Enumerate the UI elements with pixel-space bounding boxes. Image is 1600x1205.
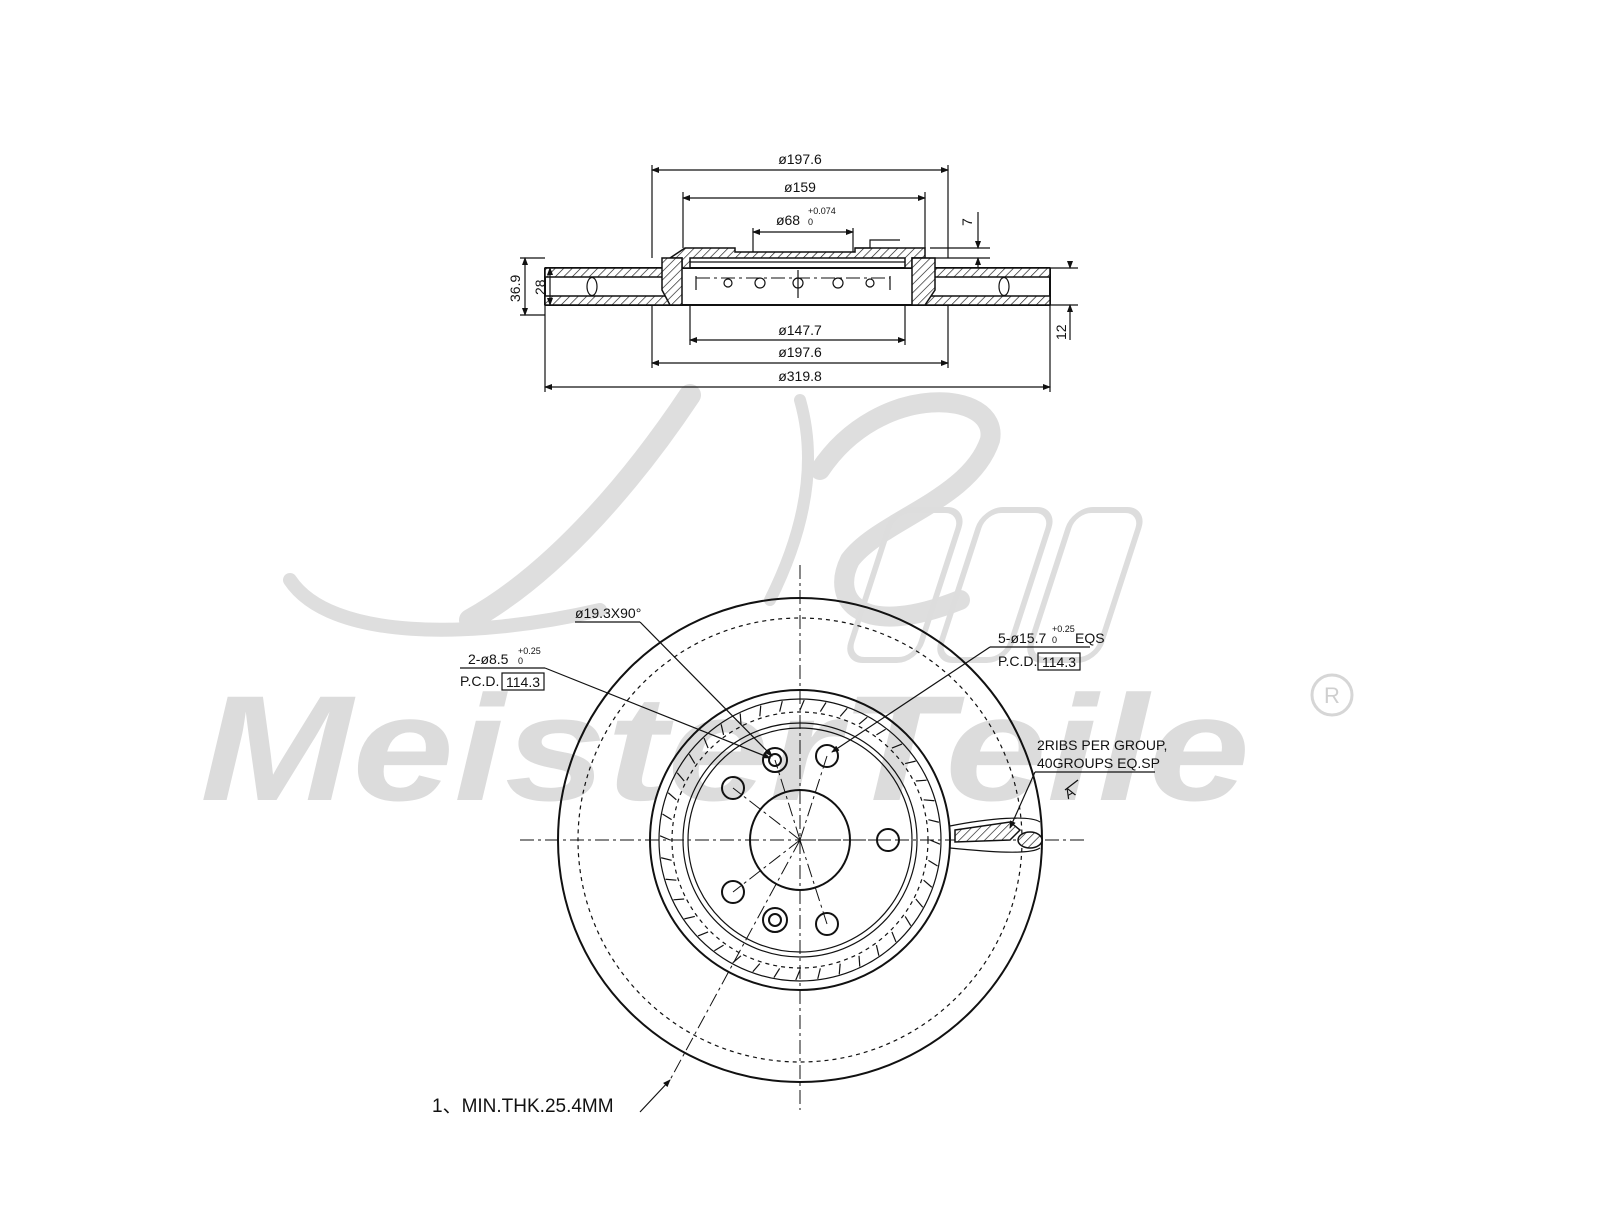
vent-notch <box>667 792 677 801</box>
dim-disc-thickness: 28 <box>532 279 548 295</box>
min-thickness-note: 1、MIN.THK.25.4MM <box>432 1096 614 1117</box>
vent-notch <box>795 969 801 981</box>
vent-notch <box>779 700 783 712</box>
watermark-brand: MeisterTeile <box>200 664 1250 832</box>
locating-pcd-label: P.C.D. <box>460 673 499 689</box>
ribs-note-line1: 2RIBS PER GROUP, <box>1037 737 1167 753</box>
ribs-note-line2: 40GROUPS EQ.SP <box>1037 755 1160 771</box>
bolt-holes-tol-lower: 0 <box>1052 635 1057 645</box>
vent-notch <box>799 699 805 711</box>
dim-height-total: 36.9 <box>507 275 523 302</box>
vent-notch <box>839 707 848 717</box>
bolt-holes-suffix: EQS <box>1075 630 1105 646</box>
vent-notches <box>659 699 941 981</box>
vent-notch <box>915 779 927 782</box>
dim-hat-outer: ø159 <box>784 179 816 195</box>
vent-notch <box>703 737 709 749</box>
dim-bore: ø68 <box>776 212 800 228</box>
vent-notch <box>915 898 924 908</box>
vent-notch <box>891 743 903 749</box>
rib-section-detail <box>949 817 1043 853</box>
vent-notch <box>819 702 827 712</box>
vent-notch <box>929 839 941 845</box>
vent-notch <box>714 944 724 952</box>
vent-notch <box>904 916 912 926</box>
watermark-registered: R <box>1324 683 1340 708</box>
bolt-holes-label: 5-ø15.7 <box>998 630 1046 646</box>
registered-icon <box>1310 673 1354 717</box>
locating-hole <box>768 753 782 767</box>
locating-hole <box>768 913 782 927</box>
vent-notch <box>759 705 762 717</box>
dim-bore-tol-upper: +0.074 <box>808 206 836 216</box>
dim-hat-top: ø197.6 <box>778 151 822 167</box>
bolt-hole <box>721 776 745 800</box>
locating-holes-tol-lower: 0 <box>518 656 523 666</box>
vent-notch <box>673 898 685 901</box>
countersink-label: ø19.3X90° <box>575 605 641 621</box>
watermark: MeisterTeile R <box>200 384 1354 832</box>
vent-notch <box>858 955 861 967</box>
bolt-holes-tol-upper: +0.25 <box>1052 624 1075 634</box>
vent-notch <box>891 931 897 943</box>
vent-notch <box>697 931 709 937</box>
dim-hat-bottom: ø197.6 <box>778 344 822 360</box>
bolt-pcd-value: 114.3 <box>1042 654 1076 670</box>
plan-view: ø19.3X90° 2-ø8.5 +0.25 0 P.C.D. 114.3 5-… <box>432 565 1167 1117</box>
watermark-monogram <box>283 384 1001 637</box>
locating-holes <box>762 747 788 933</box>
vent-notch <box>875 945 880 956</box>
locating-pcd-value: 114.3 <box>506 674 540 690</box>
dim-inner-bottom: ø147.7 <box>778 322 822 338</box>
section-hole-markers <box>695 270 891 298</box>
bolt-hole <box>815 744 839 768</box>
dim-bore-tol-lower: 0 <box>808 217 813 227</box>
dim-rib-height: 12 <box>1053 324 1069 340</box>
vent-notch <box>923 799 935 802</box>
vent-notch <box>858 716 868 725</box>
vent-notch <box>773 968 781 978</box>
locating-holes-tol-upper: +0.25 <box>518 646 541 656</box>
bolt-pcd-label: P.C.D. <box>998 653 1037 669</box>
vent-notch <box>928 859 938 867</box>
vent-notch <box>928 819 940 823</box>
locating-hole-countersink <box>762 747 788 773</box>
vent-notch <box>659 835 671 841</box>
vent-notch <box>688 754 696 764</box>
vent-notch <box>876 728 886 736</box>
vent-notch <box>665 878 677 881</box>
dim-hat-thickness: 7 <box>959 218 975 226</box>
vent-notch <box>817 968 821 980</box>
locating-pcd-box <box>501 672 545 691</box>
vent-notch <box>905 760 916 765</box>
bolt-hole <box>721 880 745 904</box>
bolt-pcd-box <box>1037 652 1081 671</box>
vent-notch <box>662 813 672 821</box>
vent-notch <box>923 879 933 888</box>
vent-notch <box>720 724 725 735</box>
vent-notch <box>752 963 761 973</box>
bolt-hole <box>815 912 839 936</box>
vent-notch <box>660 857 672 861</box>
vent-notch <box>838 963 841 975</box>
vent-notch <box>739 713 742 725</box>
vent-notch <box>684 915 695 920</box>
vent-notch <box>676 772 685 782</box>
locating-hole-countersink <box>762 907 788 933</box>
locating-holes-label: 2-ø8.5 <box>468 651 509 667</box>
dim-disc-outer: ø319.8 <box>778 368 822 384</box>
section-view: ø197.6 ø159 ø68 +0.074 0 7 12 36.9 28 <box>507 151 1078 392</box>
